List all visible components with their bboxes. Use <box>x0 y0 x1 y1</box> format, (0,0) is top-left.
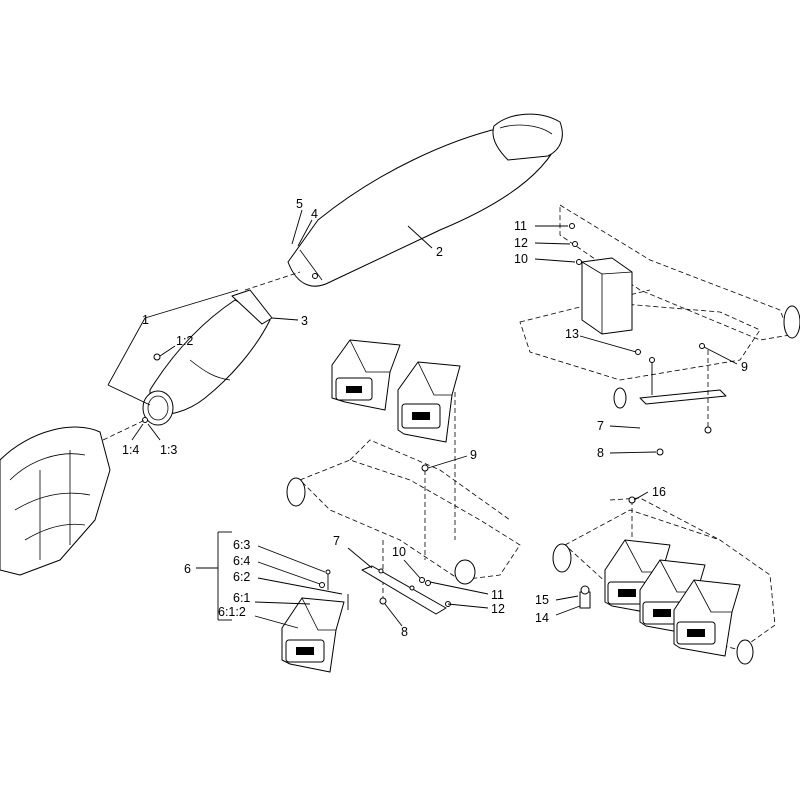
callout-7-lower: 7 <box>333 534 340 548</box>
deck-housing <box>0 426 111 576</box>
leader-lines <box>107 209 738 629</box>
callout-labels: 5 4 2 3 1 1:2 1:4 1:3 11 12 10 13 9 7 8 … <box>122 197 748 639</box>
callout-4: 4 <box>311 207 318 221</box>
callout-6-4: 6:4 <box>233 554 250 568</box>
callout-11-lower: 11 <box>491 588 504 602</box>
frame-assembly-top-right <box>519 204 800 456</box>
discharge-tube <box>287 113 563 287</box>
callout-12-lower: 12 <box>491 602 505 616</box>
callout-6-1: 6:1 <box>233 591 250 605</box>
callout-12-upper: 12 <box>514 236 528 250</box>
callout-1-2: 1:2 <box>176 334 193 348</box>
callout-6-3: 6:3 <box>233 538 250 552</box>
callout-15: 15 <box>535 593 549 607</box>
callout-5: 5 <box>296 197 303 211</box>
callout-1-3: 1:3 <box>160 443 177 457</box>
callout-8-lower: 8 <box>401 625 408 639</box>
callout-9-upper: 9 <box>741 360 748 374</box>
callout-13: 13 <box>565 327 579 341</box>
callout-16: 16 <box>652 485 666 499</box>
callout-11-upper: 11 <box>514 219 527 233</box>
callout-7-upper: 7 <box>597 419 604 433</box>
callout-1: 1 <box>142 313 149 327</box>
callout-1-4: 1:4 <box>122 443 139 457</box>
hopper-pair-center <box>331 339 461 443</box>
callout-6: 6 <box>184 562 191 576</box>
callout-10-upper: 10 <box>514 252 528 266</box>
callout-9-center: 9 <box>470 448 477 462</box>
callout-10-lower: 10 <box>392 545 406 559</box>
frame-assembly-center <box>286 392 521 600</box>
callout-2: 2 <box>436 245 443 259</box>
callout-6-1-2: 6:1:2 <box>218 605 246 619</box>
hopper-single-lower <box>281 569 349 673</box>
bracket-center <box>361 565 451 615</box>
callout-3: 3 <box>301 314 308 328</box>
frame-assembly-lower-right <box>552 496 776 665</box>
elbow-chute <box>142 289 273 426</box>
callout-6-2: 6:2 <box>233 570 250 584</box>
callout-14: 14 <box>535 611 549 625</box>
callout-8-upper: 8 <box>597 446 604 460</box>
hopper-triple-lower-right <box>604 539 741 657</box>
